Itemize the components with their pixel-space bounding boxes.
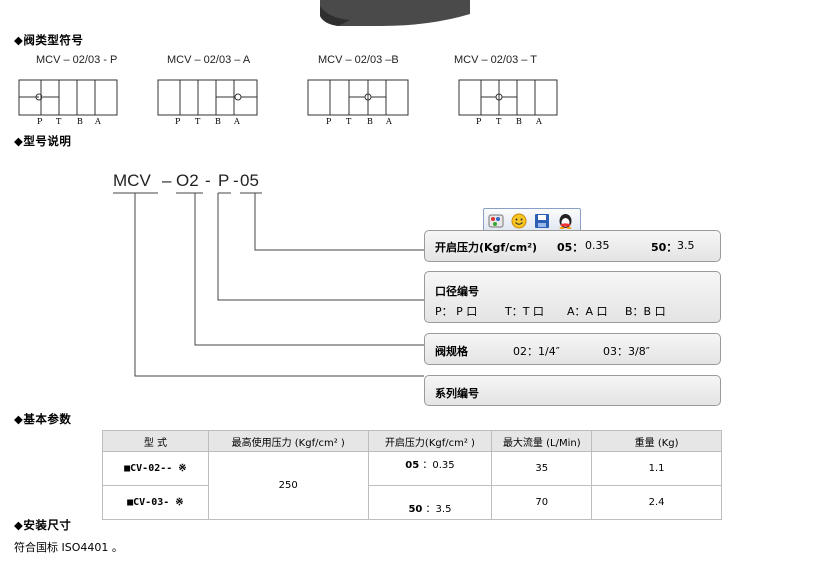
cell-cracking: 05 ：0.35: [367, 451, 493, 486]
table-header-row: 型 式 最高使用压力 (Kgf/cm² ) 开启压力(Kgf/cm² ) 最大流…: [102, 430, 722, 452]
params-table: 型 式 最高使用压力 (Kgf/cm² ) 开启压力(Kgf/cm² ) 最大流…: [102, 430, 722, 520]
section-title-model-desc: ◆型号说明: [14, 134, 72, 148]
port-a: A：A 口: [567, 305, 608, 318]
section-title-params: ◆基本参数: [14, 412, 72, 426]
header-weight: 重量 (Kg): [591, 430, 722, 452]
qq-penguin-icon[interactable]: [557, 212, 574, 229]
cell-flow: 70: [491, 485, 593, 520]
floating-toolbar: [483, 208, 581, 234]
product-image: [320, 0, 470, 26]
cell-weight: 1.1: [591, 451, 722, 486]
install-note: 符合国标 ISO4401 。: [14, 541, 123, 554]
model-code-series: MCV: [113, 171, 151, 190]
port-t: T：T 口: [505, 305, 544, 318]
box-cracking-pressure: 开启压力(Kgf/cm²) 05： 0.35 50： 3.5: [424, 230, 721, 262]
cell-flow: 35: [491, 451, 593, 486]
box-valve-size: 阀规格 02：1/4″ 03：3/8″: [424, 333, 721, 365]
table-row: ■CV-02-- ※ 250 05 ：0.35 35 1.1: [102, 451, 722, 520]
box-series-code: 系列编号: [424, 375, 721, 406]
size-opt1: 02：1/4″: [513, 345, 560, 358]
cell-model: ■CV-02-- ※: [102, 451, 209, 486]
cell-model: ■CV-03- ※: [102, 485, 209, 520]
symbol-label-p: MCV – 02/03 - P: [36, 54, 118, 66]
header-model: 型 式: [102, 430, 209, 452]
box-port-code: 口径编号 P： P 口 T：T 口 A：A 口 B：B 口: [424, 271, 721, 323]
model-code-dash1: –: [162, 171, 172, 190]
cell-cracking: 50 ：3.5: [367, 485, 493, 520]
smiley-icon[interactable]: [511, 213, 527, 229]
section-title-install: ◆安装尺寸: [14, 518, 72, 532]
header-max-flow: 最大流量 (L/Min): [491, 430, 593, 452]
model-code-dash3: -: [233, 171, 239, 190]
palette-icon[interactable]: [488, 213, 504, 229]
cracking-title: 开启压力(Kgf/cm²): [435, 241, 538, 254]
symbol-label-t: MCV – 02/03 – T: [454, 54, 537, 66]
cracking-opt2-key: 50：: [651, 241, 678, 254]
symbol-label-b: MCV – 02/03 –B: [318, 54, 399, 66]
valve-symbols: [18, 79, 558, 116]
cell-weight: 2.4: [591, 485, 722, 520]
cell-max-pressure: 250: [207, 451, 369, 520]
save-icon[interactable]: [534, 213, 550, 229]
model-code-port: P: [218, 171, 230, 190]
size-title: 阀规格: [435, 345, 468, 358]
cracking-opt2-val: 3.5: [677, 239, 695, 252]
symbol-label-a: MCV – 02/03 – A: [167, 54, 251, 66]
series-title: 系列编号: [435, 387, 479, 400]
model-code-dash2: -: [205, 171, 211, 190]
port-p: P： P 口: [435, 305, 478, 318]
table-row: ■CV-03- ※ 50 ：3.5 70 2.4: [102, 485, 722, 520]
cracking-opt1-key: 05：: [557, 241, 584, 254]
size-opt2: 03：3/8″: [603, 345, 650, 358]
header-cracking-pressure: 开启压力(Kgf/cm² ): [367, 430, 493, 452]
model-code-pressure: 05: [240, 171, 259, 190]
section-title-symbols: ◆阀类型符号: [14, 33, 84, 47]
model-code-size: O2: [176, 171, 199, 190]
cracking-opt1-val: 0.35: [585, 239, 610, 252]
port-title: 口径编号: [435, 285, 479, 298]
header-max-pressure: 最高使用压力 (Kgf/cm² ): [207, 430, 369, 452]
port-b: B：B 口: [625, 305, 666, 318]
